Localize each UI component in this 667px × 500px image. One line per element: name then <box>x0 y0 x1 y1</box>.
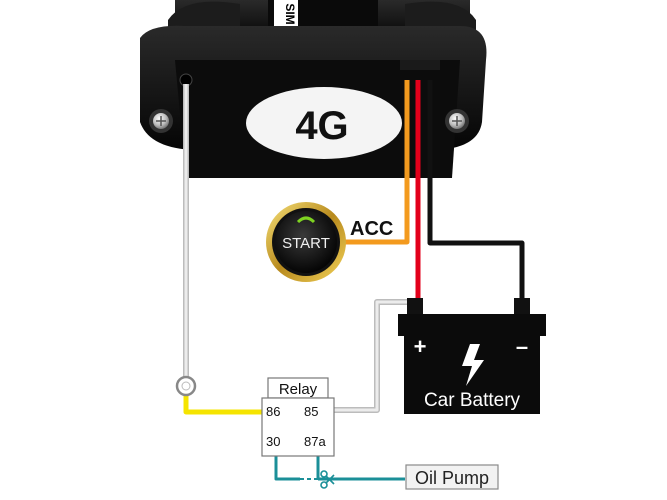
relay-title: Relay <box>279 381 318 398</box>
sim-text: SIM <box>283 3 297 24</box>
oil-pump-label: Oil Pump <box>415 468 489 488</box>
4g-badge <box>246 87 402 159</box>
battery-positive-terminal <box>407 298 423 316</box>
relay-pin-85: 85 <box>304 404 318 419</box>
battery-label: Car Battery <box>424 390 521 411</box>
relay: Relay 86 85 30 87a <box>261 377 335 457</box>
relay-pin-30: 30 <box>266 434 280 449</box>
battery-negative-terminal <box>514 298 530 316</box>
lightning-icon <box>462 344 484 386</box>
scissors-icon <box>320 470 335 489</box>
relay-pin-87a: 87a <box>304 434 326 449</box>
teal-wire <box>274 455 300 481</box>
wire-ring-terminal <box>175 375 197 397</box>
start-button: START <box>266 202 346 282</box>
battery-minus-sign: – <box>516 334 528 359</box>
battery-plus-sign: + <box>414 334 427 359</box>
acc-label: ACC <box>350 218 393 240</box>
4g-badge-text: 4G <box>295 104 348 148</box>
relay-body <box>261 397 335 457</box>
orange-acc-wire <box>340 80 410 245</box>
yellow-wire <box>183 393 262 415</box>
black-wire <box>427 80 525 300</box>
wires <box>183 80 525 481</box>
oil-pump: Oil Pump <box>405 464 499 490</box>
sim-label-plate <box>274 0 298 26</box>
relay-pin-86: 86 <box>266 404 280 419</box>
gps-device: SIM 4G <box>140 0 487 178</box>
start-label: START <box>282 235 330 252</box>
start-indicator-icon <box>296 216 316 224</box>
car-battery: + – Car Battery <box>398 298 546 414</box>
